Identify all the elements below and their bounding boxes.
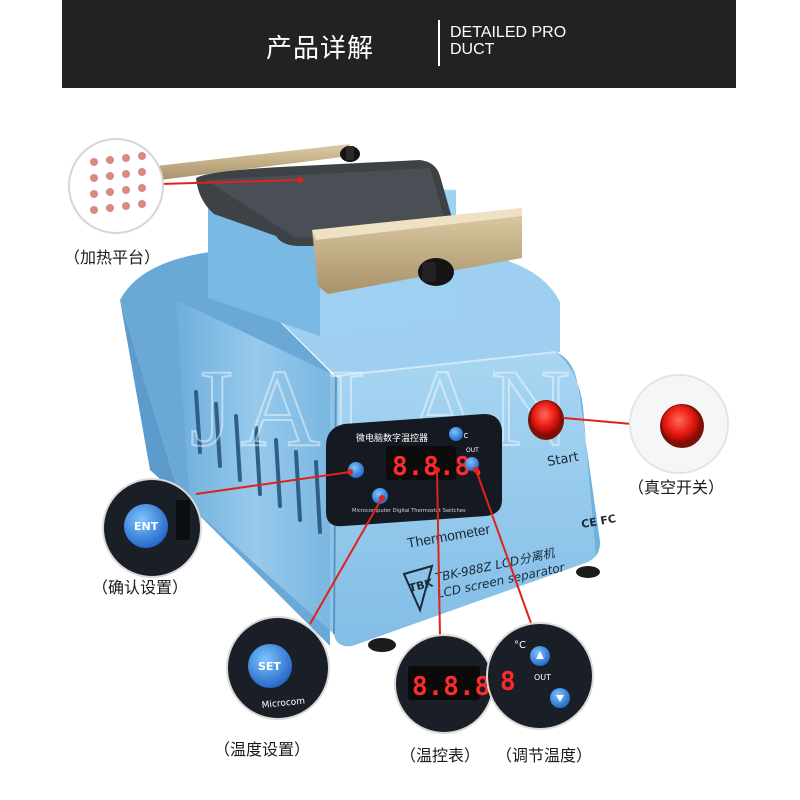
zoom-led-digits: 8.8.8. bbox=[412, 672, 506, 702]
header-banner: 产品详解 DETAILED PRO DUCT bbox=[62, 0, 736, 88]
panel-out: OUT bbox=[466, 447, 479, 454]
header-subtitle-line2: DUCT bbox=[450, 41, 495, 58]
callout-heating-platform: （加热平台） bbox=[64, 248, 161, 267]
zoom-set-button: SET Microcom bbox=[226, 616, 330, 720]
header-title: 产品详解 bbox=[266, 34, 375, 64]
panel-deg-c: °C bbox=[460, 432, 469, 440]
callout-dots bbox=[297, 177, 479, 501]
callout-vacuum-switch: （真空开关） bbox=[628, 478, 725, 497]
zoom-adjust-buttons: °C OUT 8 bbox=[486, 622, 594, 730]
callout-lines bbox=[159, 179, 633, 637]
certification-marks: CE FC bbox=[580, 512, 617, 531]
svg-text:TBK: TBK bbox=[408, 576, 435, 595]
vent-slots bbox=[194, 390, 322, 534]
header-subtitle: DETAILED PRO DUCT bbox=[450, 24, 590, 58]
zoom-led-display: 8.8.8. bbox=[394, 634, 506, 734]
panel-title: 微电脑数字温控器 bbox=[356, 432, 428, 444]
zoom-set-caption: Microcom bbox=[261, 696, 305, 710]
callout-thermostat: （温控表） bbox=[400, 746, 481, 765]
zoom-ent-button: ENT bbox=[102, 478, 202, 578]
panel-caption: Microcomputer Digital Thermostat Switche… bbox=[352, 508, 466, 514]
start-label: Start bbox=[546, 450, 580, 470]
zoom-vacuum-switch bbox=[629, 374, 729, 474]
callout-confirm-setting: （确认设置） bbox=[92, 578, 189, 597]
zoom-partial-digit: 8 bbox=[500, 667, 516, 697]
callout-adjust-temp: （调节温度） bbox=[496, 746, 593, 765]
panel-up-button[interactable] bbox=[449, 427, 463, 441]
callout-temp-setting: （温度设置） bbox=[214, 740, 311, 759]
zoom-heating-surface bbox=[68, 138, 164, 234]
zoom-set-text: SET bbox=[258, 660, 281, 673]
header-subtitle-line1: DETAILED PRO bbox=[450, 24, 567, 41]
zoom-out-text: OUT bbox=[534, 673, 551, 682]
zoom-deg-c: °C bbox=[514, 640, 526, 651]
brand-logo: TBK bbox=[402, 564, 435, 613]
header-divider bbox=[438, 20, 440, 66]
start-button[interactable] bbox=[528, 400, 564, 440]
zoom-ent-text: ENT bbox=[134, 520, 159, 533]
heating-platform bbox=[156, 144, 522, 294]
